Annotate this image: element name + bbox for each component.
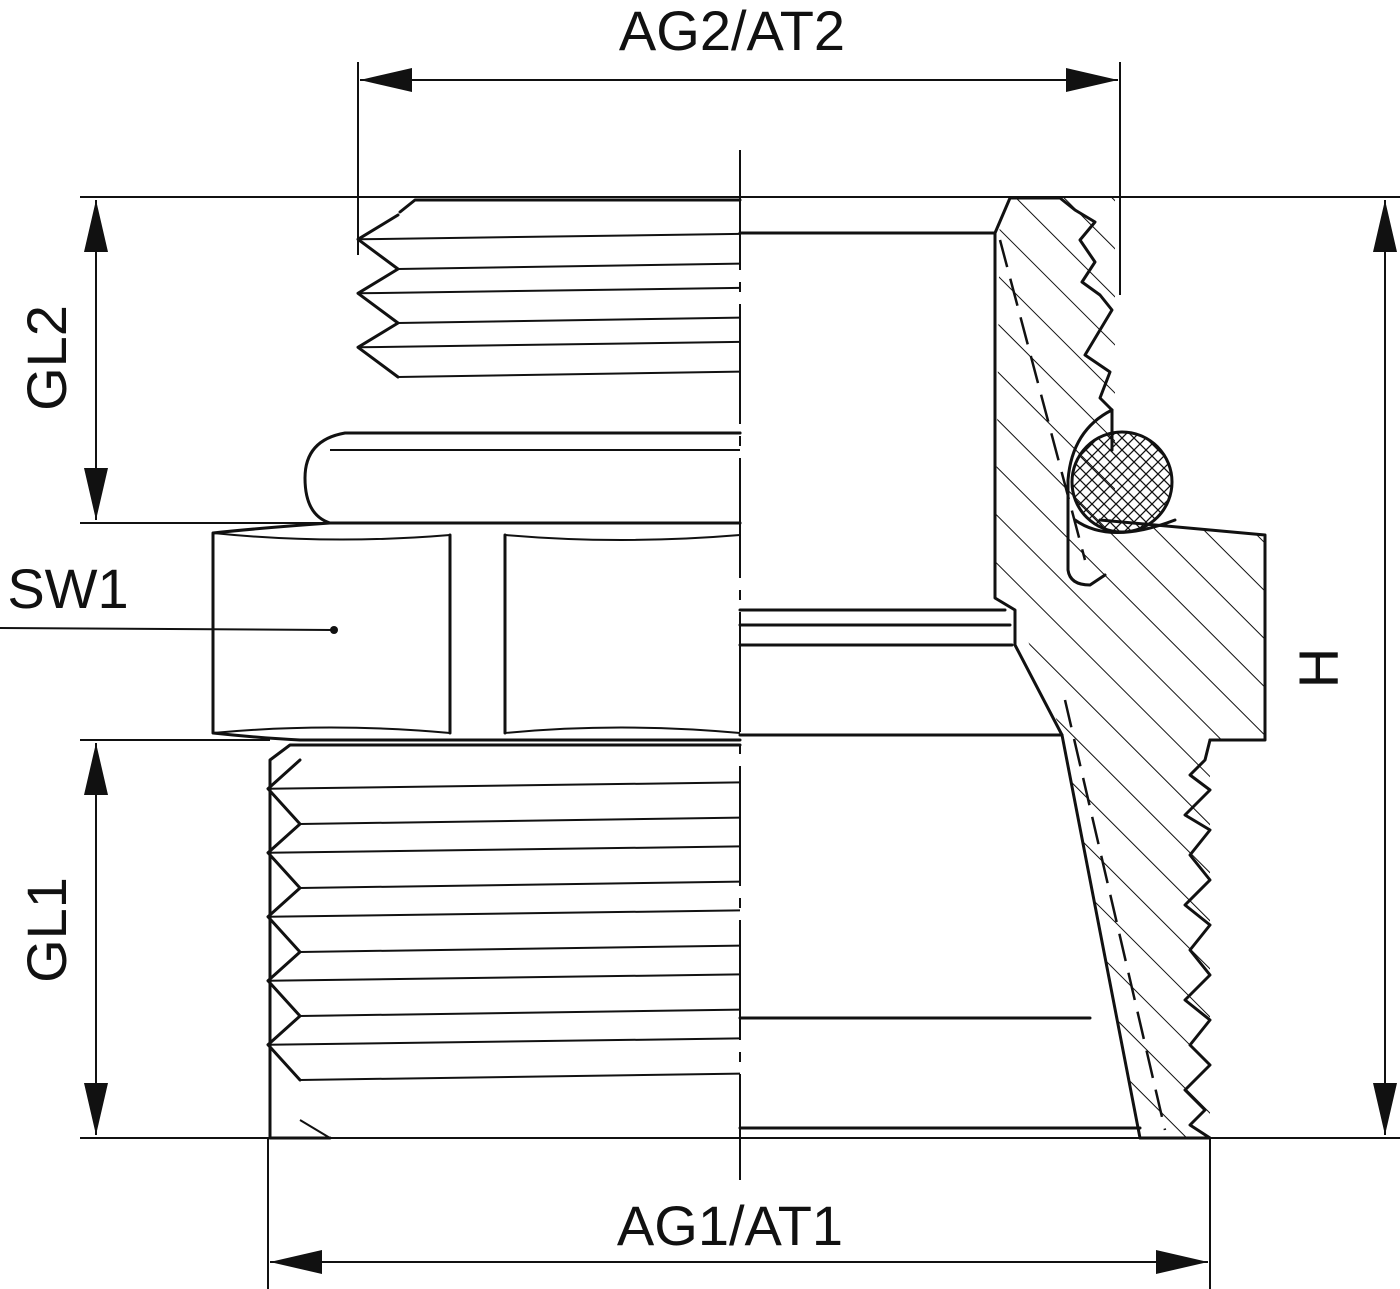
lower-thread-length-label: GL1 [15,877,78,983]
top-width-label: AG2/AT2 [619,0,845,62]
upper-thread-length-label: GL2 [15,305,78,411]
bottom-width-label: AG1/AT1 [617,1194,843,1257]
o-ring [1070,430,1174,534]
upper-thread [356,213,741,379]
section-view [738,196,1267,1140]
lower-thread [266,758,741,1082]
outer-view [211,198,742,1140]
dimension-lines [0,68,1397,1274]
wrench-size-label: SW1 [7,557,128,620]
height-label: H [1287,648,1350,688]
